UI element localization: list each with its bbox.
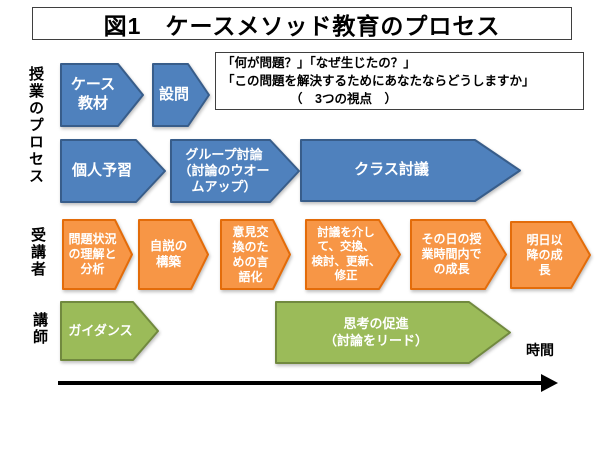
- arrow-class-discussion: クラス討議: [300, 139, 521, 202]
- arrow-individual-prep-shape: [60, 139, 166, 203]
- arrow-future-growth-shape: [510, 221, 591, 289]
- arrow-case-material-shape: [60, 63, 144, 127]
- arrow-verbalize-opinions: 意見交換のための言語化: [220, 219, 291, 290]
- arrow-understand-analyze-shape: [62, 219, 133, 290]
- time-axis-label: 時間: [526, 342, 554, 358]
- arrow-understand-analyze: 問題状況の理解と分析: [62, 219, 133, 290]
- arrow-group-discussion: グループ討論（討論のウオームアップ）: [170, 139, 300, 203]
- question-text-box: 「何が問題？」「なぜ生じたの？」 「この問題を解決するためにあなたならどうします…: [215, 52, 584, 110]
- arrow-case-material: ケース教材: [60, 63, 144, 127]
- arrow-guidance-label: ガイダンス: [68, 322, 133, 338]
- arrow-understand-analyze-label: 問題状況の理解と分析: [68, 232, 117, 276]
- arrow-group-discussion-label: グループ討論（討論のウオームアップ）: [178, 146, 270, 195]
- arrow-build-own-theory: 自説の構築: [138, 219, 209, 290]
- arrow-class-discussion-shape: [300, 139, 521, 202]
- arrow-future-growth: 明日以降の成長: [510, 221, 591, 289]
- lane-label-instructor: 講師: [31, 312, 48, 346]
- arrow-build-own-theory-shape: [138, 219, 209, 290]
- arrow-promote-thinking: 思考の促進（討論をリード）: [275, 301, 511, 364]
- arrow-class-discussion-label: クラス討議: [354, 161, 429, 179]
- arrow-exchange-revise-shape: [305, 219, 401, 290]
- arrow-group-discussion-shape: [170, 139, 300, 203]
- arrow-future-growth-label: 明日以降の成長: [526, 232, 563, 277]
- figure-title-box: 図1 ケースメソッド教育のプロセス: [32, 7, 572, 40]
- arrow-same-day-growth-shape: [410, 219, 507, 290]
- arrow-promote-thinking-shape: [275, 301, 511, 364]
- arrow-same-day-growth-label: その日の授業時間内での成長: [421, 232, 482, 276]
- lane-label-class-process: 授業のプロセス: [27, 66, 44, 185]
- arrow-verbalize-opinions-label: 意見交換のための言語化: [232, 224, 269, 284]
- arrow-build-own-theory-label: 自説の構築: [149, 238, 188, 269]
- arrow-exchange-revise-label: 討議を介して、交換、検討、更新、修正: [311, 226, 381, 282]
- arrow-question-shape: [152, 63, 210, 127]
- figure-title: 図1 ケースメソッド教育のプロセス: [103, 12, 501, 39]
- arrow-individual-prep: 個人予習: [60, 139, 166, 203]
- arrow-guidance: ガイダンス: [60, 301, 159, 361]
- arrow-verbalize-opinions-shape: [220, 219, 291, 290]
- arrow-case-material-label: ケース教材: [70, 76, 116, 112]
- arrow-promote-thinking-label: 思考の促進（討論をリード）: [323, 316, 428, 348]
- question-line-1: 「何が問題？」「なぜ生じたの？」: [222, 56, 416, 70]
- question-line-3: （ 3つの視点 ）: [290, 92, 397, 106]
- time-axis-arrow: [58, 374, 558, 392]
- lane-label-students: 受講者: [29, 227, 46, 278]
- arrow-same-day-growth: その日の授業時間内での成長: [410, 219, 507, 290]
- arrow-individual-prep-label: 個人予習: [71, 161, 132, 179]
- arrow-question: 設問: [152, 63, 210, 127]
- arrow-question-label: 設問: [158, 85, 189, 103]
- arrow-guidance-shape: [60, 301, 159, 361]
- question-line-2: 「この問題を解決するためにあなたならどうしますか」: [222, 74, 535, 88]
- arrow-exchange-revise: 討議を介して、交換、検討、更新、修正: [305, 219, 401, 290]
